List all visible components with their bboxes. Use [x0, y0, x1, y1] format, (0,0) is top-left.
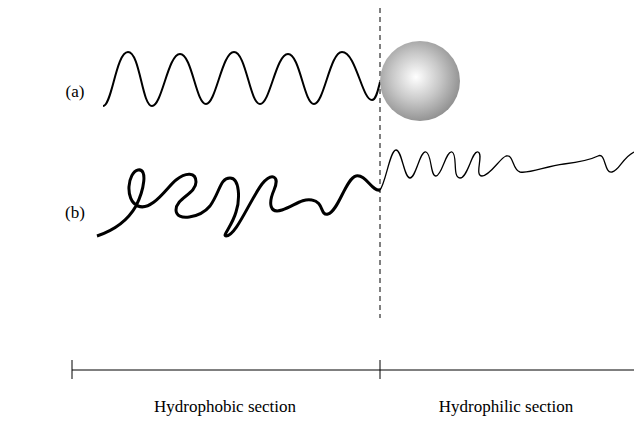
section-label: Hydrophilic section — [439, 398, 574, 415]
bracket-line — [72, 370, 634, 371]
bracket-tick — [380, 360, 381, 379]
section-label: Hydrophobic section — [154, 398, 296, 415]
divider-line — [380, 8, 381, 318]
panel-label: (a) — [66, 83, 85, 100]
hydrophilic-block — [380, 150, 634, 190]
surfactant-head — [380, 41, 460, 121]
surfactant-tail — [103, 52, 380, 106]
hydrophobic-block — [97, 170, 380, 236]
bracket-tick — [72, 360, 73, 379]
panel-label: (b) — [65, 204, 85, 221]
